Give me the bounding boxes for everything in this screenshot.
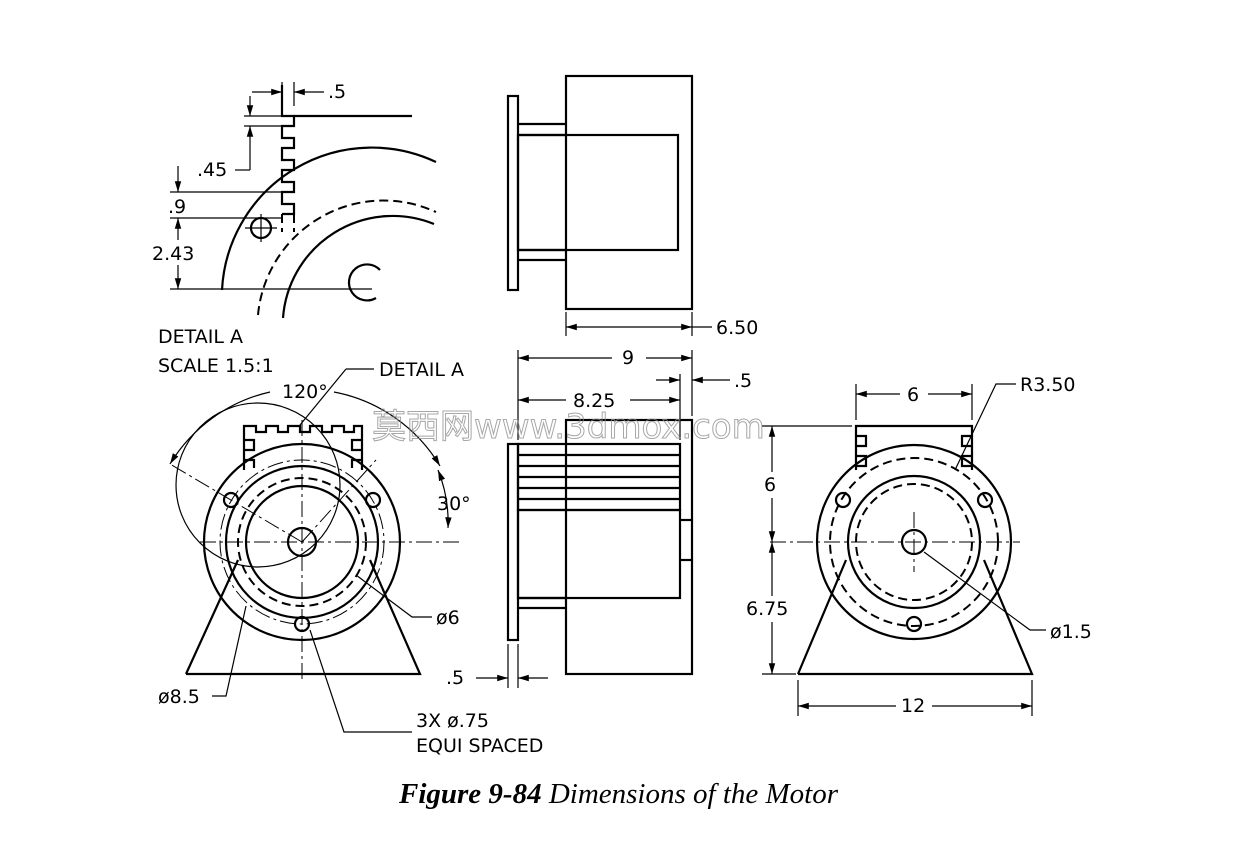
figure-title: Dimensions of the Motor <box>548 778 839 810</box>
detail-dim-hole-offset: .9 <box>168 196 186 218</box>
front-angle-top: 120° <box>282 381 328 403</box>
right-dim-fin-width: 6 <box>907 384 919 406</box>
right-view: 6 R3.50 6 6.75 ø1.5 12 <box>744 374 1092 718</box>
detail-dim-hole-to-center: 2.43 <box>152 243 194 265</box>
right-dim-base-width: 12 <box>901 695 925 717</box>
technical-drawing: .5 .45 .9 2.43 DETAIL A SCALE 1.5:1 6.50 <box>152 74 1092 757</box>
side-dim-fin-length: 8.25 <box>573 390 615 412</box>
front-holes-count: 3X ø.75 <box>416 710 489 732</box>
right-dim-height-lower: 6.75 <box>746 598 788 620</box>
detail-label-title: DETAIL A <box>158 326 243 348</box>
detail-label-scale: SCALE 1.5:1 <box>158 355 274 377</box>
figure-number: Figure 9-84 <box>398 778 542 810</box>
side-dim-end-gap: .5 <box>734 370 752 392</box>
front-dim-outer-diameter: ø8.5 <box>158 686 200 708</box>
front-detail-callout: DETAIL A <box>379 359 464 381</box>
right-dim-shaft: ø1.5 <box>1050 621 1092 643</box>
watermark: 莫西网www.3dmox.com <box>372 407 765 447</box>
side-dim-flange: .5 <box>446 667 464 689</box>
top-view: 6.50 <box>506 74 758 339</box>
figure-caption: Figure 9-84 Dimensions of the Motor <box>0 778 1237 811</box>
right-dim-radius: R3.50 <box>1020 374 1076 396</box>
top-dim-length: 6.50 <box>716 317 758 339</box>
detail-dim-tooth-width: .5 <box>328 81 346 103</box>
front-holes-spacing: EQUI SPACED <box>416 735 543 757</box>
detail-dim-tooth-pitch: .45 <box>197 159 227 181</box>
right-dim-height-upper: 6 <box>764 474 776 496</box>
front-angle-side: 30° <box>437 493 471 515</box>
side-dim-total: 9 <box>622 347 634 369</box>
side-view: 9 8.25 .5 .5 <box>446 346 752 689</box>
front-dim-inner-diameter: ø6 <box>436 607 460 629</box>
front-view: DETAIL A 120° 30° ø6 ø8.5 3X ø.75 EQUI S… <box>158 359 543 757</box>
detail-a-view: .5 .45 .9 2.43 DETAIL A SCALE 1.5:1 <box>152 81 437 377</box>
